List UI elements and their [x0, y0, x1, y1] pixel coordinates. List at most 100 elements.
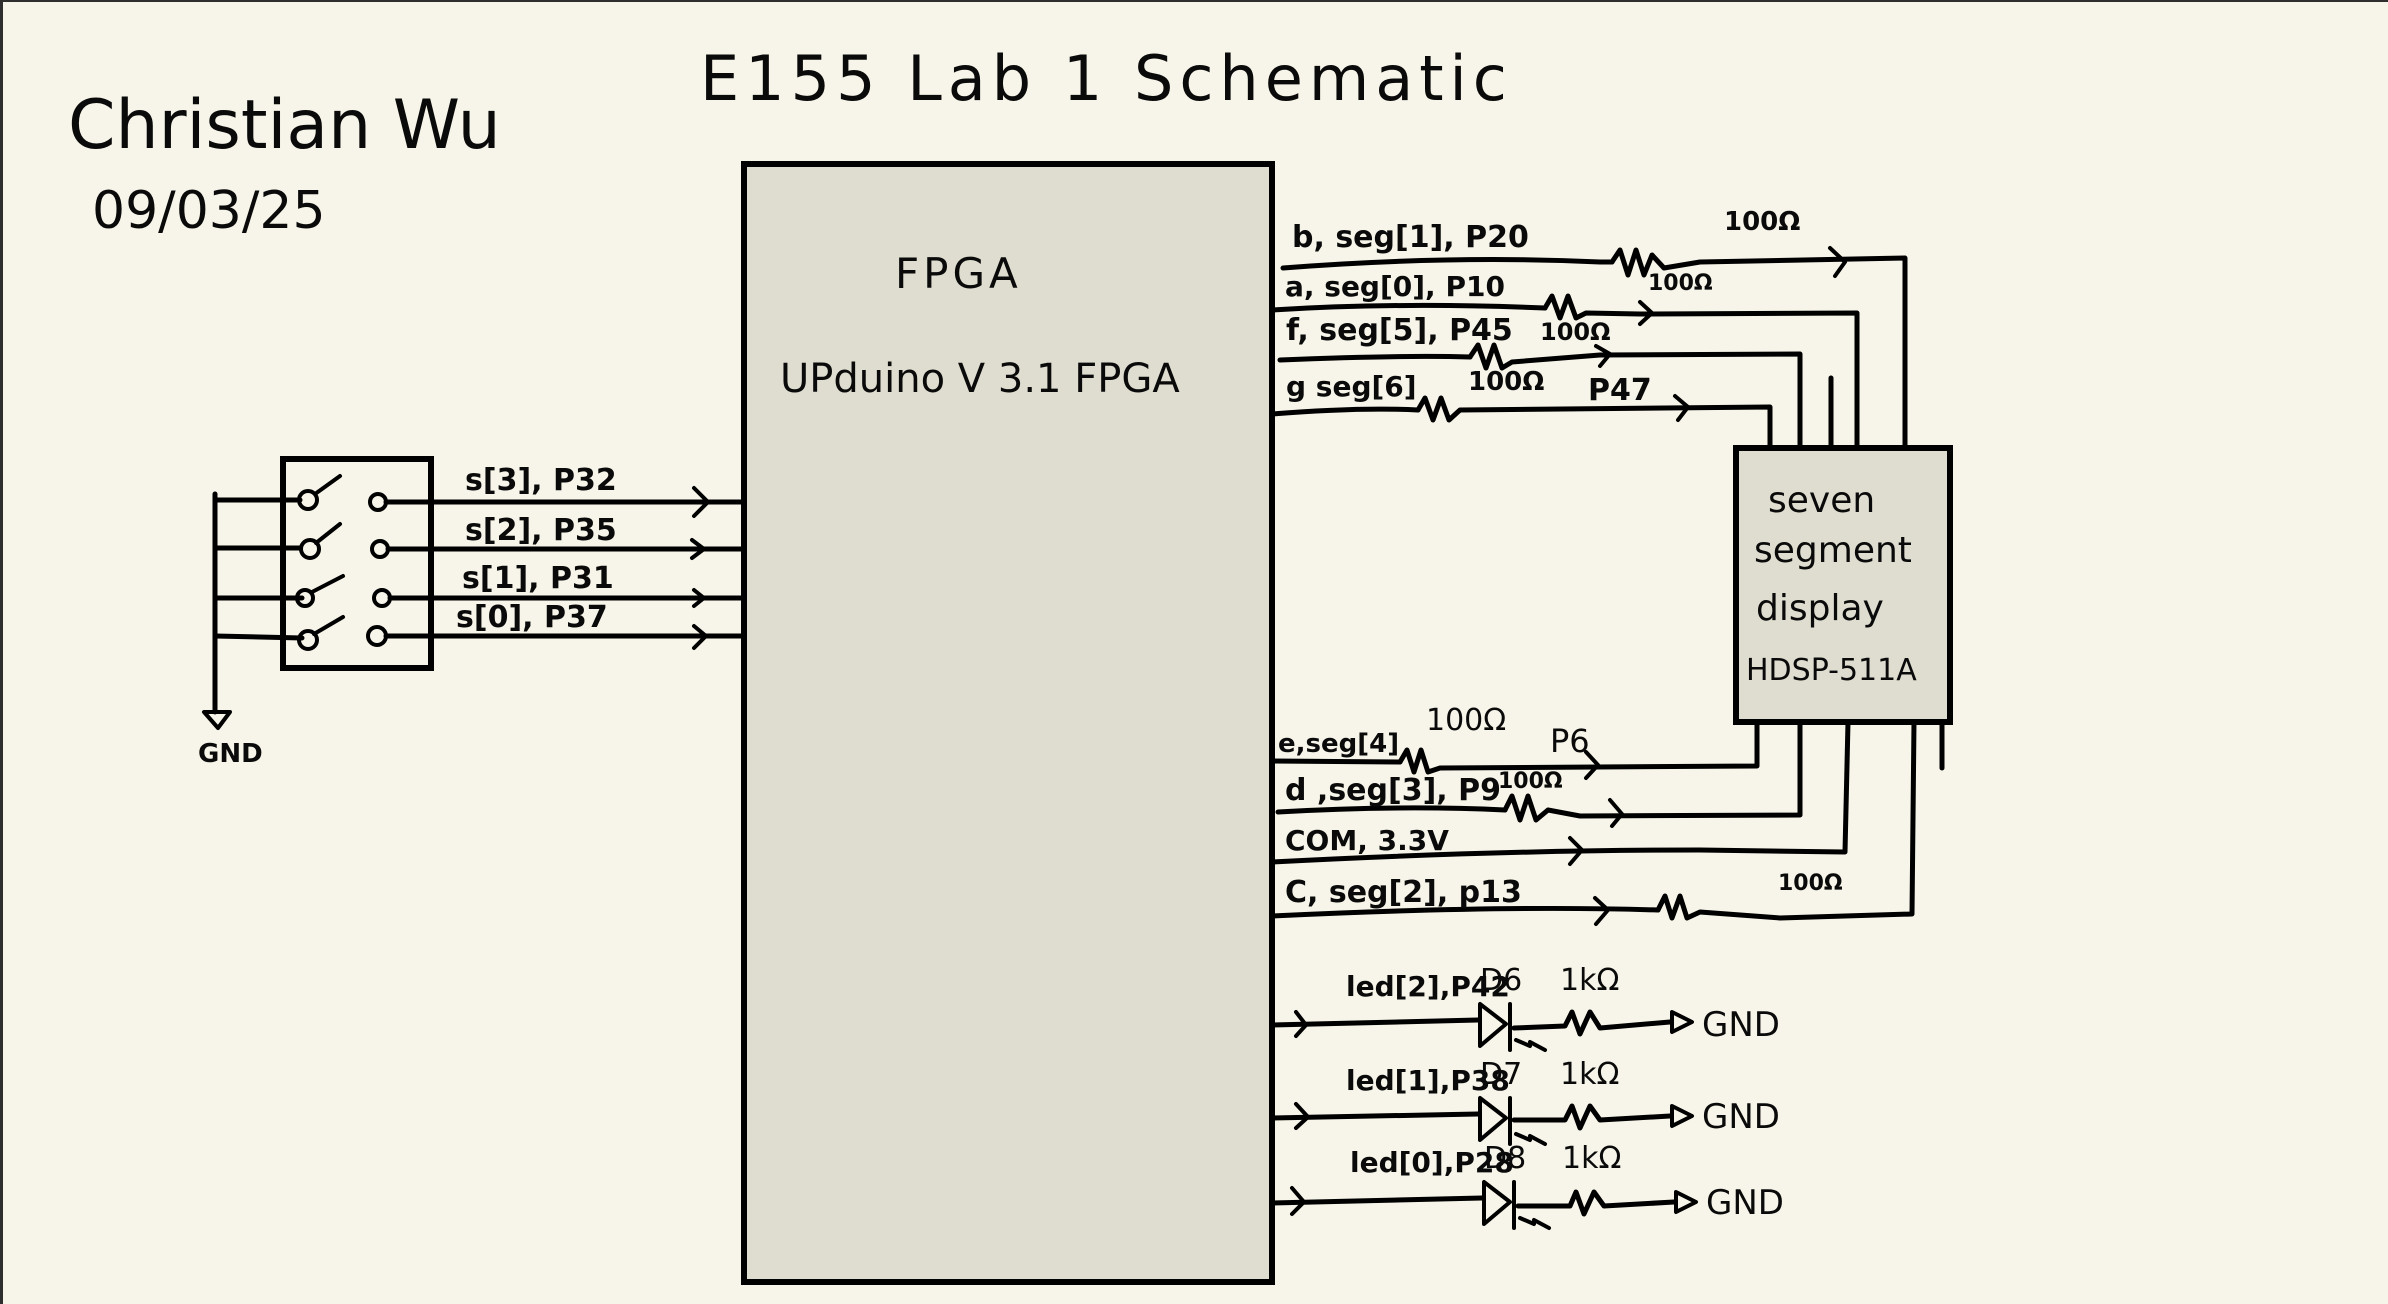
- seven-segment-display: seven segment display HDSP-511A: [1733, 445, 1953, 725]
- display-part-number: HDSP-511A: [1746, 653, 1917, 688]
- light-emission-icon: [1518, 1216, 1551, 1230]
- led-row[interactable]: led[0],P28 D8 1kΩ GND: [1269, 1141, 1784, 1230]
- ground-label: GND: [1706, 1183, 1784, 1223]
- led-label: led[2],P42: [1346, 970, 1510, 1003]
- fpga-model: UPduino V 3.1 FPGA: [780, 356, 1180, 402]
- light-emission-icon: [1514, 1038, 1547, 1052]
- resistor-icon: [1609, 247, 1908, 450]
- led-label: led[1],P38: [1346, 1064, 1510, 1097]
- dip-switch: GND s[3], P32 s[2], P35 s: [198, 456, 746, 769]
- switch-label: s[0], P37: [456, 600, 608, 635]
- resistor-icon: [1397, 719, 1760, 775]
- ground-symbol-icon: [1670, 1010, 1694, 1034]
- resistor-value: 100Ω: [1540, 318, 1611, 346]
- segment-label: d ,seg[3], P9: [1285, 773, 1501, 808]
- com-wire: [1269, 719, 1851, 865]
- display-label-line1: seven: [1768, 480, 1875, 521]
- arrow-icon: [692, 486, 710, 518]
- led-row[interactable]: led[2],P42 D6 1kΩ GND: [1269, 963, 1780, 1052]
- switch-label: s[1], P31: [462, 561, 614, 596]
- resistor-value: 100Ω: [1426, 703, 1506, 738]
- segment-line-f[interactable]: f, seg[5], P45 100Ω: [1277, 313, 1803, 450]
- segment-label: e,seg[4]: [1278, 729, 1399, 759]
- switch-contact-icon: [299, 538, 321, 560]
- segment-label: C, seg[2], p13: [1285, 875, 1522, 910]
- resistor-value: 100Ω: [1724, 207, 1800, 237]
- resistor-value: 1kΩ: [1560, 1057, 1619, 1092]
- arrow-icon: [1828, 246, 1847, 278]
- switch-label: s[3], P32: [465, 463, 617, 498]
- switch-contact-icon: [366, 625, 388, 647]
- arrow-icon: [692, 624, 708, 650]
- segment-pin: P47: [1588, 373, 1652, 408]
- diode-ref: D6: [1480, 963, 1522, 998]
- resistor-value: 100Ω: [1498, 769, 1563, 794]
- arrow-icon: [1294, 1010, 1308, 1038]
- fpga-block: FPGA UPduino V 3.1 FPGA: [741, 161, 1275, 1285]
- arrow-icon: [690, 538, 706, 560]
- resistor-value: 1kΩ: [1562, 1141, 1621, 1176]
- ground-symbol-icon: [1674, 1190, 1698, 1214]
- arrow-icon: [1568, 836, 1584, 866]
- ground-symbol-icon: [1670, 1104, 1694, 1128]
- segment-line-a[interactable]: a, seg[0], P10 100Ω: [1269, 270, 1860, 450]
- segment-label: COM, 3.3V: [1285, 824, 1449, 857]
- switch-label: s[2], P35: [465, 513, 617, 548]
- resistor-icon: [1415, 395, 1773, 450]
- switch-contact-icon: [295, 588, 315, 608]
- arrow-icon: [1638, 300, 1654, 326]
- segment-line-b[interactable]: b, seg[1], P20 100Ω: [1280, 207, 1908, 450]
- display-label-line3: display: [1756, 588, 1884, 629]
- switch-row[interactable]: s[3], P32: [212, 463, 746, 518]
- switch-contact-icon: [297, 489, 319, 511]
- switch-body: [280, 456, 434, 671]
- segment-line-d[interactable]: d ,seg[3], P9 100Ω: [1275, 719, 1803, 828]
- led-diode-icon: [1478, 1002, 1508, 1048]
- led-diode-icon: [1478, 1096, 1508, 1142]
- led-row[interactable]: led[1],P38 D7 1kΩ GND: [1269, 1057, 1780, 1146]
- resistor-value: 100Ω: [1648, 271, 1713, 296]
- arrow-icon: [1294, 1102, 1310, 1130]
- switch-row[interactable]: s[0], P37: [212, 600, 746, 651]
- arrow-icon: [1594, 344, 1612, 368]
- segment-label: f, seg[5], P45: [1286, 313, 1513, 348]
- resistor-icon: [1467, 342, 1803, 450]
- page-title: E155 Lab 1 Schematic: [700, 42, 1513, 115]
- resistor-icon: [1502, 719, 1803, 823]
- diode-ref: D8: [1484, 1141, 1526, 1176]
- arrow-icon: [1608, 798, 1624, 828]
- fpga-title: FPGA: [895, 249, 1022, 298]
- segment-line-e[interactable]: e,seg[4] 100Ω P6: [1269, 703, 1760, 780]
- arrow-icon: [1584, 750, 1600, 780]
- resistor-icon: [1655, 719, 1917, 921]
- resistor-value: 1kΩ: [1560, 963, 1619, 998]
- fpga-body: [741, 161, 1275, 1285]
- segment-pin: P6: [1550, 722, 1590, 760]
- diode-ref: D7: [1480, 1057, 1522, 1092]
- arrow-icon: [1673, 394, 1690, 422]
- led-label: led[0],P28: [1350, 1146, 1514, 1179]
- segment-line-c[interactable]: C, seg[2], p13 100Ω: [1269, 719, 1917, 926]
- arrow-icon: [1290, 1186, 1306, 1216]
- arrow-icon: [1593, 896, 1610, 926]
- resistor-icon: [1542, 293, 1860, 450]
- display-label-line2: segment: [1754, 530, 1912, 571]
- switch-ground-label: GND: [198, 739, 263, 769]
- switch-row[interactable]: s[1], P31: [212, 561, 746, 608]
- arrow-icon: [692, 588, 706, 608]
- segment-line-g[interactable]: g seg[6] 100Ω P47: [1269, 367, 1773, 450]
- resistor-value: 100Ω: [1778, 871, 1843, 896]
- ground-symbol-icon: [202, 710, 232, 730]
- switch-row[interactable]: s[2], P35: [212, 513, 746, 560]
- ground-label: GND: [1702, 1097, 1780, 1137]
- display-body: [1733, 445, 1953, 725]
- segment-line-com[interactable]: COM, 3.3V: [1269, 719, 1851, 866]
- segment-label: g seg[6]: [1286, 370, 1417, 403]
- segment-label: a, seg[0], P10: [1285, 270, 1505, 303]
- segment-label: b, seg[1], P20: [1292, 220, 1529, 255]
- led-diode-icon: [1482, 1180, 1512, 1226]
- resistor-value: 100Ω: [1468, 367, 1544, 397]
- switch-contact-icon: [297, 629, 319, 651]
- author-name: Christian Wu: [68, 86, 501, 165]
